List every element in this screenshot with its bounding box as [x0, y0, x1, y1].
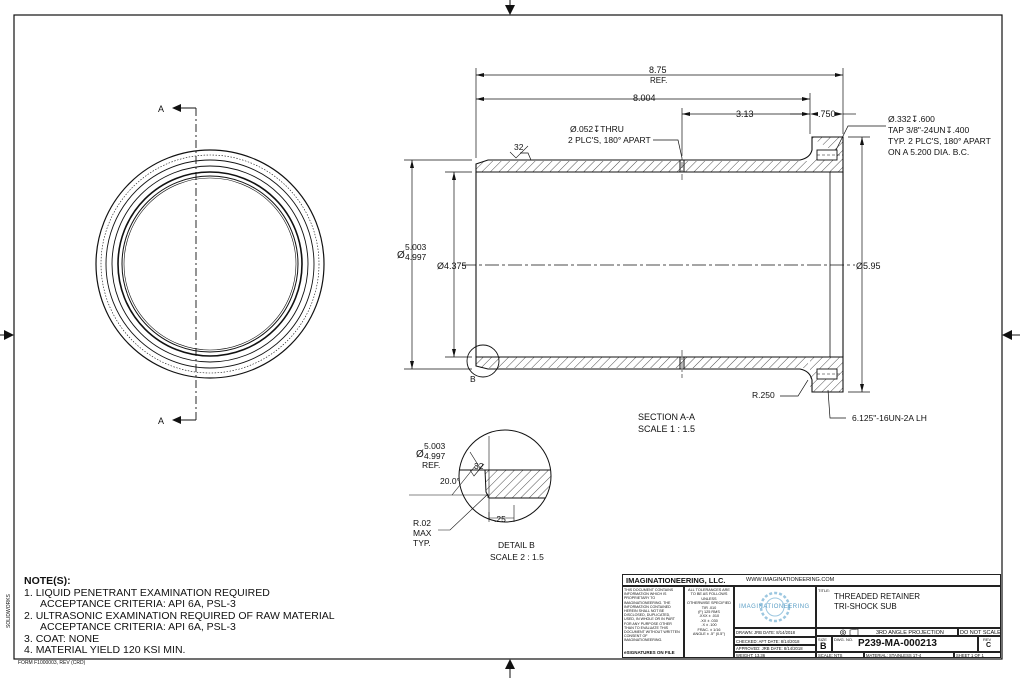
hole-note-line2: 2 PLC'S, 180° APART [568, 135, 651, 145]
section-label-top: A [158, 104, 164, 114]
title-block: IMAGINATIONEERING, LLC. WWW.IMAGINATIONE… [622, 574, 1001, 658]
detail-radius-line2: MAX [413, 528, 432, 538]
tap-note-line1: Ø.332↧.600 [888, 114, 935, 124]
radius-dim: R.250 [752, 390, 775, 400]
detail-ref: REF. [422, 460, 440, 470]
esignatures-label: eSIGNATURES ON FILE [624, 650, 675, 655]
title-label: TITLE: [818, 588, 831, 593]
thread-note: 6.125"-16UN-2A LH [852, 413, 927, 423]
weight-label: WEIGHT: 13.36 [736, 652, 766, 658]
section-view [462, 136, 855, 393]
od-upper-dim: 5.003 [405, 242, 427, 252]
note-item: 4. MATERIAL YIELD 120 KSI MIN. [24, 644, 186, 656]
rev-label: REV [983, 637, 992, 642]
notes-heading: NOTE(S): [24, 575, 71, 587]
projection-label: 3RD ANGLE PROJECTION [876, 629, 944, 636]
company-name: IMAGINATIONEERING, LLC. [626, 576, 726, 585]
rev-value: C [986, 642, 992, 649]
size-label: SIZE [818, 636, 827, 642]
size-value: B [820, 641, 827, 651]
section-title: SECTION A-A [638, 412, 695, 422]
detail-angle: 20.0° [440, 476, 460, 486]
company-website: WWW.IMAGINATIONEERING.COM [746, 577, 835, 583]
dim-arrows [410, 73, 864, 392]
detail-scale: SCALE 2 : 1.5 [490, 552, 544, 562]
od-lower-dim: 4.997 [405, 252, 427, 262]
checked-row: CHECKED: AFT DATE: 8/14/2018 [736, 638, 800, 644]
detail-od-symbol: Ø [416, 449, 424, 460]
detail-finish: 32 [474, 461, 484, 471]
approved-row: APPROVED: JRB DATE: 8/14/2018 [736, 646, 803, 651]
section-scale: SCALE 1 : 1.5 [638, 424, 695, 434]
tap-note-line2: TAP 3/8"-24UN↧.400 [888, 125, 969, 135]
sheet-border [13, 14, 1003, 660]
section-dimensions [404, 68, 886, 419]
logo-gear-icon [759, 591, 791, 623]
end-view [95, 149, 325, 379]
od-symbol: Ø [397, 250, 405, 261]
logo-text: IMAGINATIONEERING [739, 604, 810, 610]
dwg-number: P239-MA-000213 [858, 638, 937, 649]
proprietary-notice: THIS DOCUMENT CONTAINS INFORMATION WHICH… [624, 588, 680, 643]
length-313-dim: 3.13 [736, 109, 754, 119]
center-mark-top [505, 5, 515, 15]
center-mark-left [4, 330, 14, 340]
note-item: 2. ULTRASONIC EXAMINATION REQUIRED OF RA… [24, 609, 335, 622]
note-sub: ACCEPTANCE CRITERIA: API 6A, PSL-3 [40, 598, 236, 610]
form-label: FORM F1000003, REV (CRD) [18, 660, 86, 666]
title-line1: THREADED RETAINER [834, 592, 921, 601]
detail-od-lower: 4.997 [424, 451, 446, 461]
flange-od-dim: Ø5.95 [856, 261, 881, 271]
projection-symbol-icon [840, 629, 859, 636]
do-not-scale-label: DO NOT SCALE [960, 629, 1001, 636]
length-750-dim: .750 [818, 109, 836, 119]
side-label: SOLIDWORKS [6, 594, 12, 628]
sheet-label: SHEET 1 OF 1 [956, 652, 984, 658]
hole-note-line1: Ø.052↧THRU [570, 124, 624, 134]
detail-radius-line1: R.02 [413, 518, 431, 528]
detail-od-upper: 5.003 [424, 441, 446, 451]
center-mark-right [1002, 330, 1012, 340]
notes-block: NOTE(S): 1. LIQUID PENETRANT EXAMINATION… [24, 575, 335, 657]
material-label: MATERIAL: STAINLESS 17-4 [866, 652, 922, 658]
scale-label: SCALE: NTS [818, 652, 843, 658]
finish-symbol: 32 [514, 142, 524, 152]
bore-dim: Ø4.375 [437, 261, 467, 271]
dwg-no-label: DWG. NO. [834, 637, 854, 642]
tap-note-line4: ON A 5.200 DIA. B.C. [888, 147, 969, 157]
note-item: 1. LIQUID PENETRANT EXAMINATION REQUIRED [24, 586, 270, 599]
detail-length: .25 [494, 514, 506, 524]
title-line2: TRI-SHOCK SUB [834, 602, 897, 611]
overall-ref: REF. [650, 76, 667, 85]
overall-length-dim: 8.75 [649, 65, 667, 75]
detail-callout-label: B [470, 374, 476, 384]
tap-note-line3: TYP. 2 PLC'S, 180° APART [888, 136, 991, 146]
note-sub: ACCEPTANCE CRITERIA: API 6A, PSL-3 [40, 621, 236, 633]
drawn-row: DRAWN: JRB DATE: 8/14/2018 [736, 630, 795, 635]
length-8004-dim: 8.004 [633, 93, 656, 103]
section-label-bottom: A [158, 416, 164, 426]
detail-radius-line3: TYP. [413, 538, 431, 548]
note-item: 3. COAT: NONE [24, 632, 100, 645]
detail-view [409, 429, 552, 531]
detail-title: DETAIL B [498, 540, 535, 550]
center-mark-bottom [505, 659, 515, 669]
